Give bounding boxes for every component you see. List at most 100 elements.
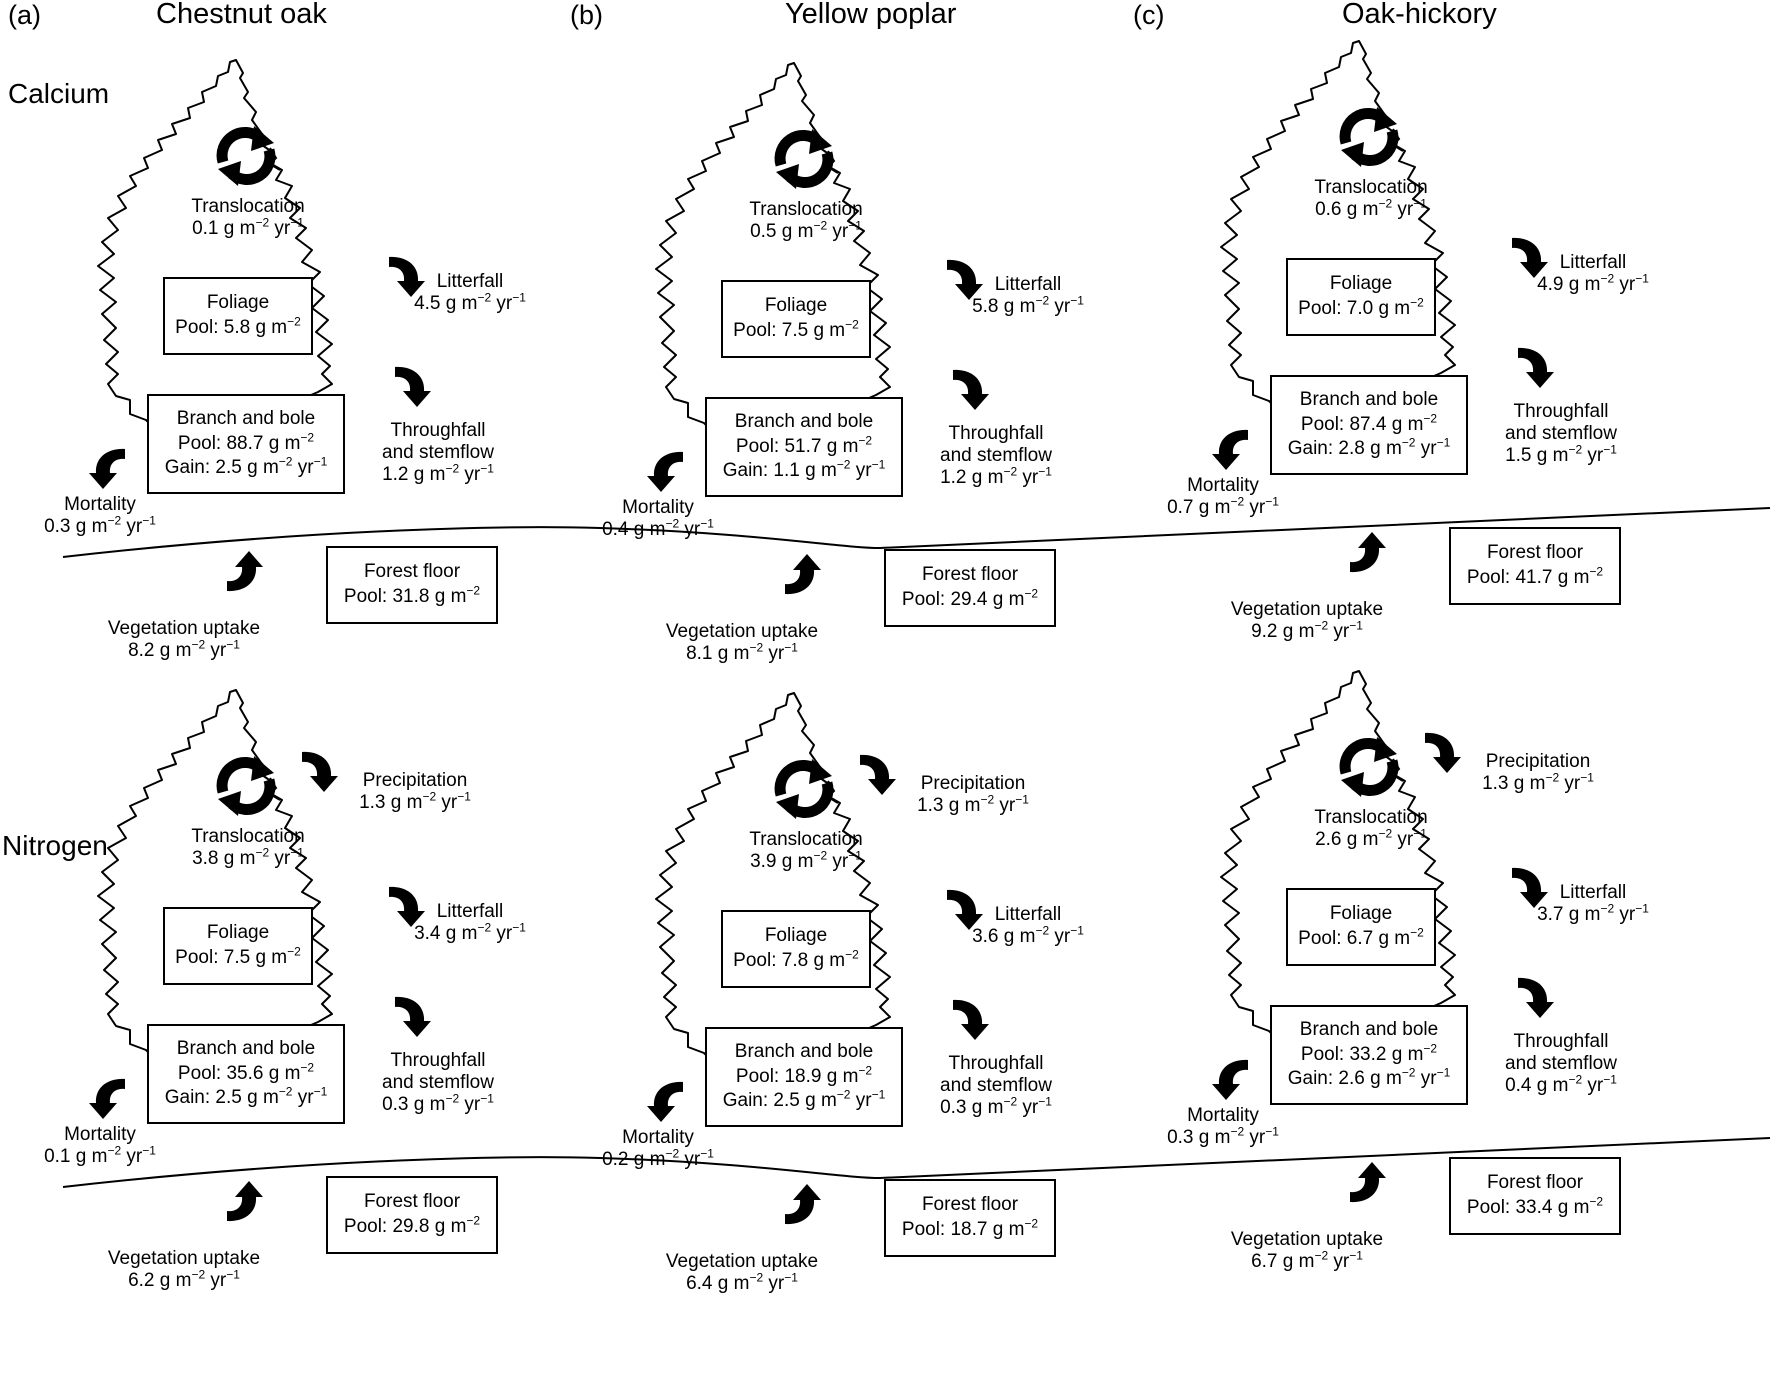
precipitation-label-title: Precipitation [1485, 751, 1591, 772]
foliage-title: Foliage [207, 291, 269, 316]
unit-exponent: −1 [1349, 618, 1363, 633]
unit-text: g m [799, 1090, 837, 1112]
ground-line [62, 507, 1771, 558]
mortality-label-value: 0.7 g m−2 yr−1 [1167, 494, 1279, 519]
unit-text: g m [712, 1272, 750, 1294]
throughfall-arrow [1518, 347, 1554, 388]
unit-text: g m [1364, 438, 1402, 460]
forest-floor-title-text: Forest floor [363, 1191, 461, 1213]
unit-text: g m [440, 922, 478, 944]
litterfall-label-title: Litterfall [436, 271, 504, 292]
foliage-pool-value: 7.5 [223, 947, 251, 968]
unit-exponent: −2 [1568, 1072, 1583, 1087]
forest-floor-pool-value: 41.7 [1515, 567, 1553, 588]
foliage-title-text: Foliage [206, 922, 270, 944]
litterfall-label-title: Litterfall [994, 904, 1062, 925]
unit-text: yr [1392, 828, 1414, 850]
branch-title: Branch and bole [177, 1037, 315, 1062]
uptake-arrow [227, 1181, 263, 1222]
foliage-pool-value: 7.8 [781, 950, 809, 971]
translocation-cycle-icon [218, 126, 274, 186]
throughfall-label-title-2: and stemflow [382, 441, 494, 463]
unit-exponent: −2 [749, 1270, 764, 1285]
mortality-arrow [89, 1078, 125, 1119]
unit-text: g m [1386, 413, 1424, 435]
foliage-pool-value: 7.0 [1346, 298, 1374, 319]
unit-text: g m [241, 457, 279, 479]
vegetation-uptake-label-value: 9.2 g m−2 yr−1 [1231, 618, 1383, 643]
unit-exponent: −1 [871, 458, 886, 473]
translocation-cycle-icon [776, 129, 832, 189]
mortality-label-value: 0.2 g m−2 yr−1 [602, 1148, 714, 1171]
branch-gain-value: 2.6 [1338, 1068, 1365, 1090]
unit-text: yr [763, 1272, 785, 1294]
unit-exponent: −2 [278, 455, 293, 470]
throughfall-label-title: Throughfall [948, 423, 1044, 444]
unit-exponent: −2 [287, 944, 301, 959]
unit-exponent: −2 [1589, 564, 1604, 579]
translocation-label-value: 0.5 g m−2 yr−1 [749, 220, 862, 243]
branch-title: Branch and bole [1300, 1018, 1438, 1043]
foliage-pool-value: 7.5 [781, 320, 809, 341]
translocation-label-title: Translocation [191, 826, 305, 847]
unit-text: yr [459, 1093, 481, 1115]
pool-prefix: Pool: [175, 317, 224, 338]
vegetation-uptake-label-title: Vegetation uptake [107, 618, 261, 639]
unit-text: g m [250, 317, 288, 338]
translocation-cycle-icon [1341, 737, 1397, 797]
unit-exponent: −2 [1600, 901, 1615, 916]
unit-exponent: −2 [1314, 1248, 1329, 1263]
throughfall-label-title: Throughfall [1513, 401, 1609, 422]
pool-prefix: Pool: [343, 1216, 393, 1237]
forest-floor-title: Forest floor [1487, 541, 1583, 566]
throughfall-label-title: Throughfall [948, 1053, 1044, 1074]
unit-text: g m [1341, 828, 1379, 850]
throughfall-label-title: Throughfall [390, 420, 486, 441]
unit-exponent: −2 [1230, 494, 1245, 509]
unit-exponent: −1 [1015, 792, 1029, 807]
pool-prefix: Pool: [901, 1219, 951, 1240]
vegetation-uptake-label-title: Vegetation uptake [1230, 1229, 1384, 1250]
unit-text: g m [966, 1096, 1004, 1118]
unit-text: g m [1531, 444, 1569, 466]
unit-text: g m [808, 320, 846, 341]
unit-exponent: −1 [1038, 464, 1052, 479]
unit-text: yr [269, 217, 291, 239]
mortality-label-number: 0.2 [602, 1148, 629, 1170]
unit-text: yr [850, 460, 872, 482]
branch-pool-value: 33.2 [1349, 1043, 1387, 1065]
unit-exponent: −2 [1003, 464, 1018, 479]
throughfall-label-number: 1.2 [940, 466, 967, 488]
mortality-label-number: 0.3 [44, 515, 71, 537]
ground-lines [62, 507, 1771, 1188]
unit-exponent: −1 [1603, 1072, 1617, 1087]
unit-text: yr [491, 922, 513, 944]
vegetation-uptake-label-title: Vegetation uptake [107, 1248, 261, 1269]
unit-text: g m [776, 220, 814, 242]
unit-exponent: −1 [1413, 196, 1427, 211]
unit-exponent: −2 [1035, 923, 1050, 938]
unit-text: g m [263, 1062, 301, 1084]
branch-gain: Gain: 2.8 g m−2 yr−1 [1288, 437, 1451, 462]
unit-exponent: −2 [466, 583, 481, 598]
mortality-arrow [1212, 429, 1248, 470]
unit-exponent: −2 [300, 430, 315, 445]
litterfall-label-value: 3.4 g m−2 yr−1 [414, 922, 526, 945]
unit-text: g m [241, 1087, 279, 1109]
